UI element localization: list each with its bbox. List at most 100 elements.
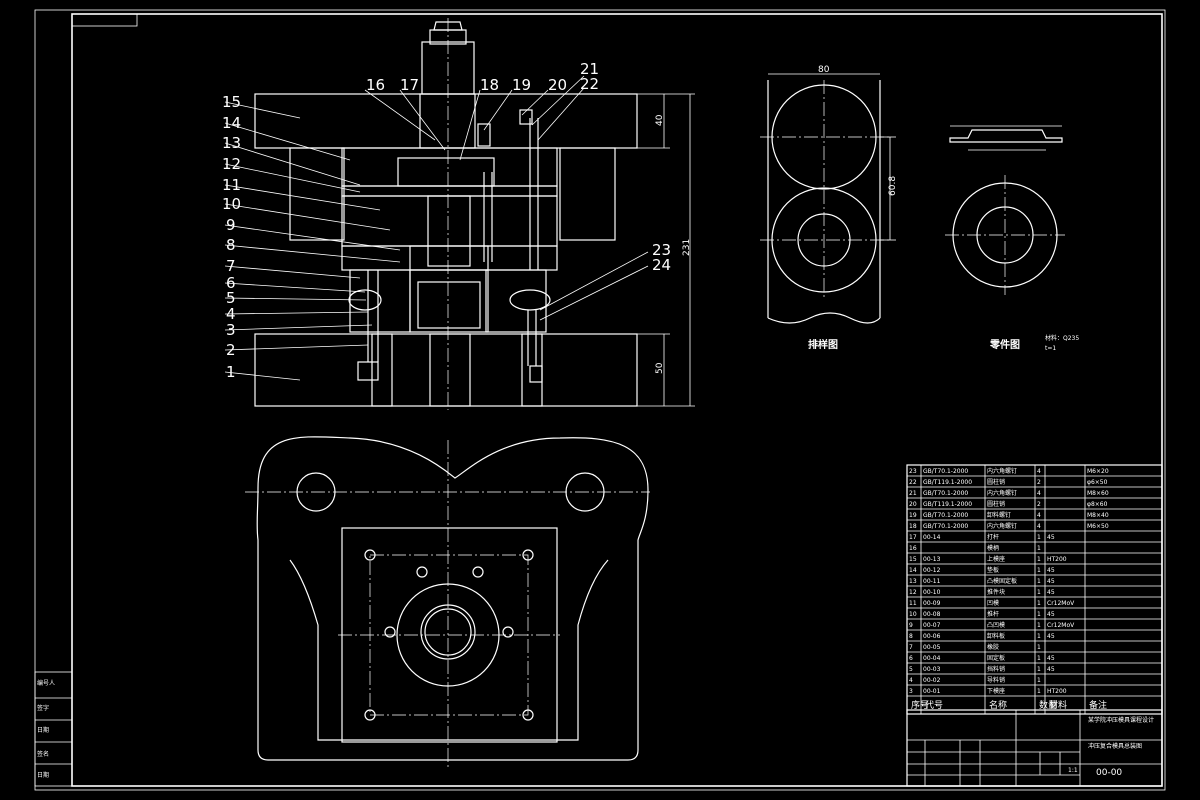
- bom-cell: 00-12: [923, 567, 941, 574]
- strip-text-5: 日期: [37, 771, 49, 779]
- bom-cell: 4: [1037, 523, 1041, 530]
- bom-cell: 00-10: [923, 589, 941, 596]
- bom-cell: GB/T70.1-2000: [923, 512, 968, 519]
- bom-cell: 8: [909, 633, 913, 640]
- bom-cell: 45: [1047, 655, 1055, 662]
- bom-cell: 内六角螺钉: [987, 489, 1017, 497]
- label-20: 20: [548, 76, 567, 94]
- label-11: 11: [222, 176, 241, 194]
- bom-cell: 14: [909, 567, 917, 574]
- title-drawing-number: 00-00: [1096, 768, 1122, 778]
- bom-cell: 7: [909, 644, 913, 651]
- bom-cell: 00-08: [923, 611, 941, 618]
- bom-cell: 圆柱销: [987, 500, 1005, 508]
- bom-cell: GB/T119.1-2000: [923, 479, 972, 486]
- label-1: 1: [226, 363, 236, 381]
- bom-cell: 下模座: [987, 687, 1005, 695]
- title-scale: 1:1: [1068, 767, 1078, 774]
- bom-cell: 内六角螺钉: [987, 522, 1017, 530]
- bom-cell: 20: [909, 501, 917, 508]
- dim-total: 231: [682, 239, 692, 256]
- bom-cell: 6: [909, 655, 913, 662]
- title-school: 某学院冲压模具课程设计: [1088, 716, 1154, 724]
- bom-cell: 导料销: [987, 676, 1005, 684]
- bom-cell: 圆柱销: [987, 478, 1005, 486]
- bom-header-cell: 材料: [1049, 699, 1067, 711]
- bom-cell: 垫板: [987, 566, 999, 574]
- bom-cell: 4: [909, 677, 913, 684]
- corner-box: [71, 13, 138, 27]
- bom-cell: 9: [909, 622, 913, 629]
- bom-cell: 1: [1037, 622, 1041, 629]
- part-view: 零件图 材料：Q235 t=1: [945, 125, 1079, 352]
- bom-cell: 4: [1037, 512, 1041, 519]
- bom-cell: 上模座: [987, 555, 1005, 563]
- bom-cell: 45: [1047, 534, 1055, 541]
- dim-bottom: 50: [655, 362, 665, 374]
- bom-cell: 打杆: [987, 533, 999, 541]
- bom-cell: 内六角螺钉: [987, 467, 1017, 475]
- label-18: 18: [480, 76, 499, 94]
- title-block: 某学院冲压模具课程设计 冲压复合模具总装图 1:1 00-00: [906, 709, 1163, 787]
- bom-cell: 4: [1037, 468, 1041, 475]
- bom-cell: φ6×50: [1087, 479, 1108, 486]
- label-24: 24: [652, 256, 671, 274]
- bom-cell: 21: [909, 490, 917, 497]
- bom-cell: 卸料螺钉: [987, 511, 1011, 519]
- bom-cell: 挡料销: [987, 665, 1005, 673]
- label-10: 10: [222, 195, 241, 213]
- bom-cell: 00-02: [923, 677, 941, 684]
- bom-cell: Cr12MoV: [1047, 600, 1075, 607]
- bom-header-cell: 序号: [911, 699, 929, 711]
- label-13: 13: [222, 134, 241, 152]
- bom-cell: 00-01: [923, 688, 941, 695]
- bom-cell: 45: [1047, 633, 1055, 640]
- strip-layout-view: 80 60.8 排样图: [760, 65, 898, 351]
- bom-cell: 45: [1047, 578, 1055, 585]
- bom-cell: 卸料板: [987, 632, 1005, 640]
- label-23: 23: [652, 241, 671, 259]
- label-2: 2: [226, 341, 236, 359]
- bom-cell: 00-11: [923, 578, 941, 585]
- bom-cell: 凸模固定板: [987, 577, 1017, 585]
- bom-cell: GB/T70.1-2000: [923, 490, 968, 497]
- dim-top: 40: [655, 114, 665, 126]
- label-19: 19: [512, 76, 531, 94]
- bom-cell: 00-06: [923, 633, 941, 640]
- bom-cell: 1: [1037, 644, 1041, 651]
- bom-cell: 17: [909, 534, 917, 541]
- bom-cell: 13: [909, 578, 917, 585]
- bom-cell: HT200: [1047, 556, 1067, 563]
- bom-cell: 推件块: [987, 588, 1005, 596]
- outer-frame: [34, 9, 1166, 791]
- strip-text-2: 签字: [37, 704, 49, 712]
- bom-cell: 2: [1037, 479, 1041, 486]
- bom-header-cell: 代号: [925, 700, 943, 711]
- bom-header-cell: 数量: [1039, 699, 1057, 711]
- bom-cell: 12: [909, 589, 917, 596]
- label-7: 7: [226, 257, 236, 275]
- bom-cell: 00-13: [923, 556, 941, 563]
- strip-text-1: 编号人: [37, 679, 55, 687]
- bom-cell: M6×20: [1087, 468, 1109, 475]
- bom-cell: 00-07: [923, 622, 941, 629]
- strip-text-4: 签名: [37, 750, 49, 758]
- plan-view: [245, 436, 650, 768]
- bom-cell: 11: [909, 600, 917, 607]
- bom-cell: 1: [1037, 655, 1041, 662]
- bom-cell: 00-04: [923, 655, 941, 662]
- bom-cell: 45: [1047, 611, 1055, 618]
- bom-cell: 凸凹模: [987, 621, 1005, 629]
- bom-cell: 00-03: [923, 666, 941, 673]
- bom-cell: φ8×60: [1087, 501, 1108, 508]
- bom-cell: 00-09: [923, 600, 941, 607]
- bom-cell: 1: [1037, 556, 1041, 563]
- left-binding-strip: 编号人 签字 日期 签名 日期: [34, 671, 73, 787]
- bom-cell: 3: [909, 688, 913, 695]
- bom-cell: 1: [1037, 600, 1041, 607]
- bom-cell: M8×60: [1087, 490, 1109, 497]
- label-8: 8: [226, 236, 236, 254]
- label-14: 14: [222, 114, 241, 132]
- label-5: 5: [226, 289, 236, 307]
- inner-frame: [71, 13, 1163, 787]
